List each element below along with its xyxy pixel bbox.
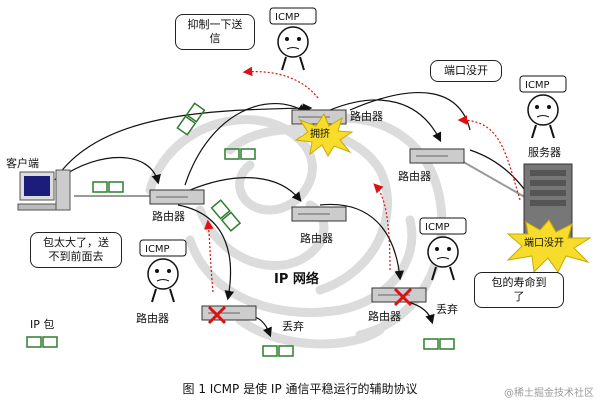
server-label: 服务器 — [528, 146, 561, 159]
router-label: 路由器 — [368, 310, 401, 323]
drop-label: 丢弃 — [436, 303, 458, 316]
bubble-text: 包的寿命到 — [491, 276, 547, 289]
icmp-tag: ICMP — [145, 244, 170, 255]
icmp-tag: ICMP — [275, 12, 300, 23]
router-label: 路由器 — [152, 210, 185, 223]
ip-packet-legend-icon — [26, 336, 58, 348]
congestion-burst-icon — [294, 112, 354, 158]
bubble-text: 端口没开 — [444, 64, 488, 77]
bubble-text: 信 — [209, 32, 221, 45]
client-label: 客户端 — [6, 157, 39, 170]
router-label: 路由器 — [300, 232, 333, 245]
ip-packet-icon — [176, 102, 206, 136]
ip-packet-icon — [210, 199, 242, 232]
icmp-character-icon: ICMP — [258, 4, 328, 74]
bubble-text: 了 — [513, 290, 525, 303]
icmp-tag: ICMP — [425, 222, 450, 233]
router-label: 路由器 — [136, 312, 169, 325]
icmp-character-icon: ICMP — [508, 72, 578, 142]
bubble-text: 包太大了，送 — [43, 236, 109, 249]
router-icon — [409, 148, 465, 164]
congestion-label: 拥挤 — [310, 129, 330, 140]
watermark: @稀土掘金技术社区 — [504, 388, 594, 399]
drop-cross-icon — [393, 287, 413, 307]
ip-packet-icon — [262, 345, 294, 357]
router-label: 路由器 — [398, 170, 431, 183]
bubble-text: 抑制一下送 — [187, 18, 243, 31]
router-icon — [149, 189, 205, 205]
drop-label: 丢弃 — [282, 320, 304, 333]
router-label: 路由器 — [350, 110, 383, 123]
icmp-character-icon: ICMP — [128, 236, 198, 306]
ip-packet-icon — [423, 338, 455, 350]
port-closed-burst-label: 端口没开 — [524, 238, 564, 249]
figure-caption: 图 1 ICMP 是使 IP 通信平稳运行的辅助协议 — [182, 382, 418, 396]
icmp-character-icon: ICMP — [408, 214, 478, 284]
bubble-ttl-expired: 包的寿命到 了 — [474, 272, 564, 308]
ip-packet-icon — [92, 181, 124, 193]
icmp-tag: ICMP — [525, 80, 550, 91]
bubble-too-big: 包太大了，送 不到前面去 — [30, 232, 122, 268]
ip-packet-icon — [224, 148, 256, 160]
bubble-suppress: 抑制一下送 信 — [175, 14, 255, 50]
network-label: IP 网络 — [274, 272, 319, 287]
bubble-text: 不到前面去 — [48, 250, 104, 263]
client-computer-icon — [17, 169, 71, 211]
ip-packet-legend-label: IP 包 — [30, 318, 55, 331]
port-closed-burst-icon — [506, 219, 592, 274]
drop-cross-icon — [207, 305, 227, 325]
bubble-port-not-open: 端口没开 — [430, 60, 502, 82]
router-icon — [291, 206, 347, 222]
